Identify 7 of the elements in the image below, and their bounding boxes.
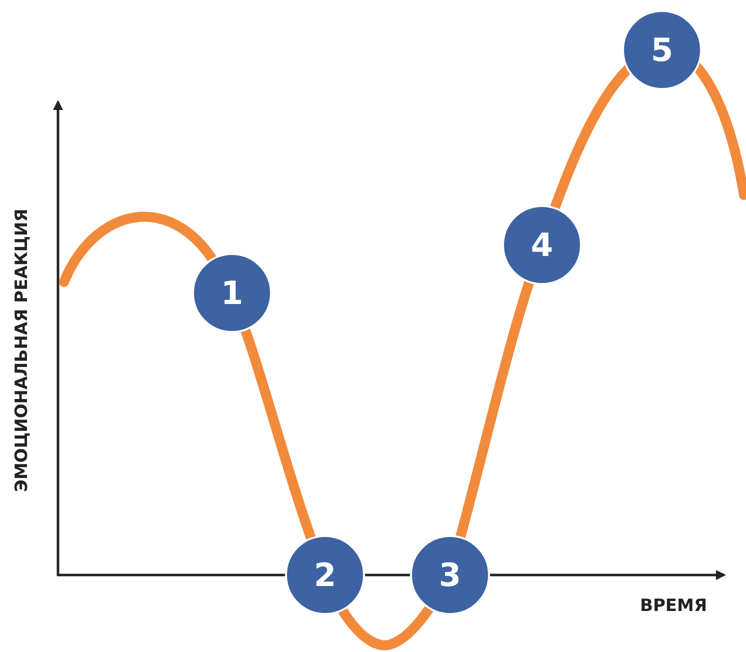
axis-title: ЭМОЦИОНАЛЬНАЯ РЕАКЦИЯ — [12, 208, 32, 492]
step-number-circle: 4 — [502, 205, 582, 285]
step-number-circle: 3 — [410, 535, 490, 615]
step-number-circle: 5 — [622, 10, 702, 90]
step-number-circle: 1 — [192, 253, 272, 333]
axis-title: ВРЕМЯ — [640, 596, 708, 616]
step-number-circle: 2 — [285, 535, 365, 615]
